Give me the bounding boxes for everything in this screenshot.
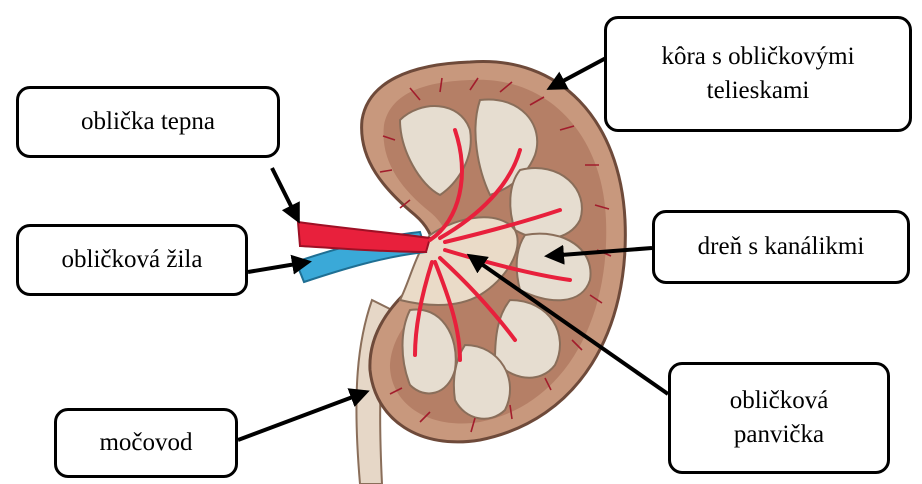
artery-label: oblička tepna bbox=[16, 86, 280, 158]
ureter-label: močovod bbox=[54, 408, 238, 478]
medulla-label: dreň s kanálikmi bbox=[652, 210, 910, 284]
pelvis-label-text: obličková panvička bbox=[730, 384, 829, 452]
arrow-artery bbox=[272, 168, 298, 220]
arrow-ureter bbox=[238, 392, 366, 440]
arrow-cortex bbox=[550, 58, 606, 88]
cortex-label: kôra s obličkovými telieskami bbox=[604, 16, 912, 132]
vein-label-text: obličková žila bbox=[62, 243, 203, 277]
medulla-label-text: dreň s kanálikmi bbox=[698, 230, 865, 264]
ureter-label-text: močovod bbox=[99, 426, 192, 460]
pelvis-label: obličková panvička bbox=[668, 362, 890, 474]
renal-artery bbox=[298, 222, 430, 252]
cortex-label-text: kôra s obličkovými telieskami bbox=[661, 40, 854, 108]
vein-label: obličková žila bbox=[16, 224, 248, 296]
artery-label-text: oblička tepna bbox=[81, 105, 215, 139]
